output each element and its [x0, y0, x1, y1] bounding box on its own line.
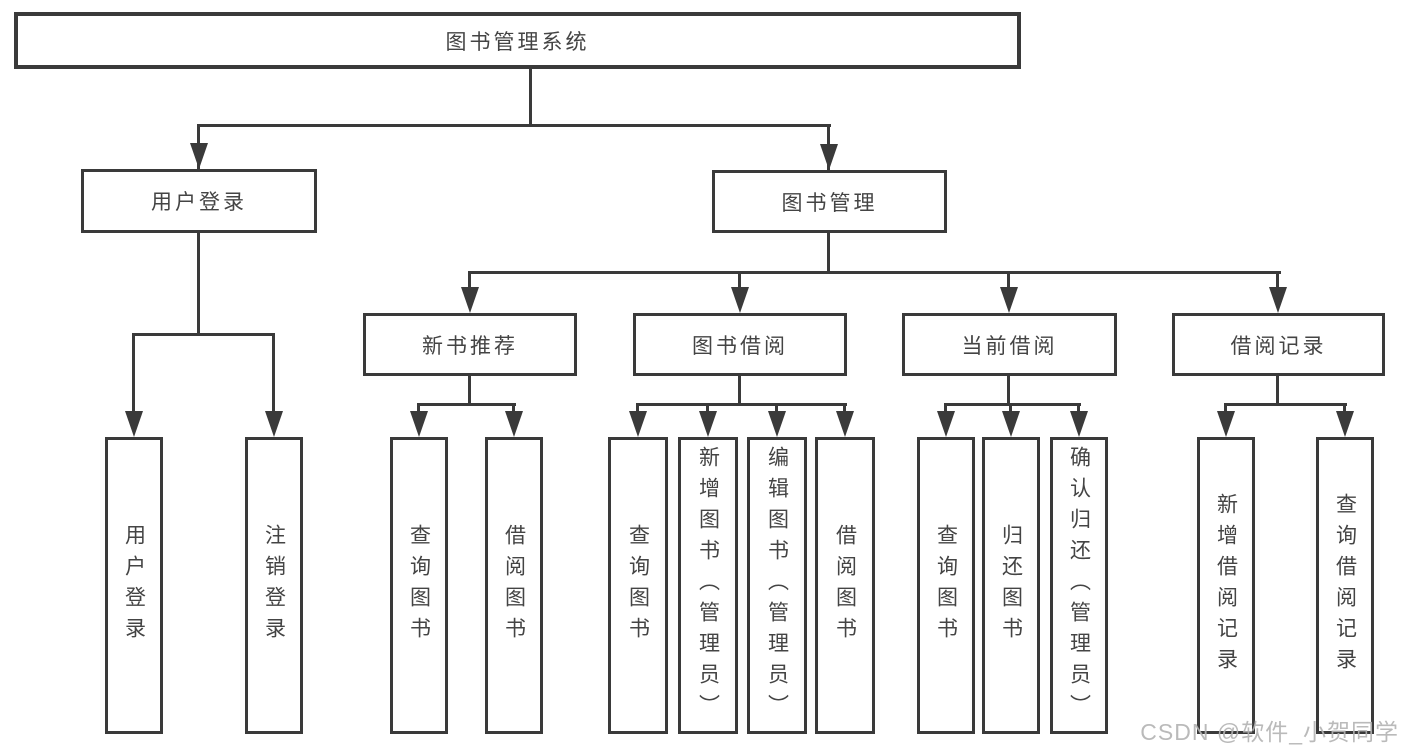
leaf-label: 查询图书: [934, 523, 958, 648]
connector-line: [197, 233, 200, 335]
connector-line: [468, 376, 471, 405]
leaf-label: 用户登录: [122, 523, 146, 648]
connector-line: [775, 403, 778, 415]
leaf-label: 查询借阅记录: [1333, 492, 1357, 679]
node-label: 用户登录: [151, 191, 247, 214]
connector-line: [468, 271, 1281, 274]
leaf-confirm-return-admin: 确认归还（管理员）: [1050, 437, 1108, 734]
leaf-label: 编辑图书（管理员）: [765, 446, 789, 725]
connector-line: [197, 124, 831, 127]
connector-line: [417, 403, 420, 415]
arrow-down-icon: [125, 411, 143, 437]
arrow-down-icon: [699, 411, 717, 437]
leaf-edit-book-admin: 编辑图书（管理员）: [747, 437, 807, 734]
arrow-down-icon: [820, 144, 838, 170]
leaf-label: 新增图书（管理员）: [696, 446, 720, 725]
connector-line: [1343, 403, 1346, 415]
connector-line: [1077, 403, 1080, 415]
leaf-query-borrow-record: 查询借阅记录: [1316, 437, 1374, 734]
connector-line: [706, 403, 709, 415]
connector-line: [417, 403, 516, 406]
node-new-book-recommend: 新书推荐: [363, 313, 577, 376]
node-label: 当前借阅: [961, 334, 1058, 358]
connector-line: [1224, 403, 1227, 415]
arrow-down-icon: [265, 411, 283, 437]
connector-line: [529, 69, 532, 125]
node-library-system: 图书管理系统: [14, 12, 1021, 69]
connector-line: [827, 233, 830, 273]
leaf-label: 确认归还（管理员）: [1067, 446, 1091, 725]
node-borrowing-records: 借阅记录: [1172, 313, 1385, 376]
leaf-borrow-book-borrowing: 借阅图书: [815, 437, 875, 734]
connector-line: [272, 333, 275, 415]
arrow-down-icon: [1002, 411, 1020, 437]
node-label: 新书推荐: [422, 334, 518, 358]
leaf-user-login: 用户登录: [105, 437, 163, 734]
leaf-label: 借阅图书: [833, 523, 857, 648]
leaf-return-book: 归还图书: [982, 437, 1040, 734]
node-book-borrowing: 图书借阅: [633, 313, 847, 376]
connector-line: [636, 403, 847, 406]
node-label: 借阅记录: [1230, 334, 1327, 358]
node-user-login: 用户登录: [81, 169, 317, 233]
node-current-borrowing: 当前借阅: [902, 313, 1117, 376]
arrow-down-icon: [461, 287, 479, 313]
leaf-add-book-admin: 新增图书（管理员）: [678, 437, 738, 734]
csdn-watermark: CSDN @软件_小贺同学: [1140, 719, 1399, 745]
connector-line: [1007, 376, 1010, 405]
leaf-borrow-book-recommend: 借阅图书: [485, 437, 543, 734]
connector-line: [468, 271, 471, 291]
leaf-label: 注销登录: [262, 523, 286, 648]
connector-line: [1007, 271, 1010, 291]
arrow-down-icon: [629, 411, 647, 437]
arrow-down-icon: [731, 287, 749, 313]
connector-line: [944, 403, 1081, 406]
connector-line: [512, 403, 515, 415]
node-book-management: 图书管理: [712, 170, 947, 233]
leaf-label: 新增借阅记录: [1214, 492, 1238, 679]
arrow-down-icon: [768, 411, 786, 437]
leaf-logout: 注销登录: [245, 437, 303, 734]
connector-line: [1276, 376, 1279, 405]
arrow-down-icon: [1070, 411, 1088, 437]
arrow-down-icon: [1217, 411, 1235, 437]
arrow-down-icon: [505, 411, 523, 437]
arrow-down-icon: [836, 411, 854, 437]
arrow-down-icon: [1000, 287, 1018, 313]
arrow-down-icon: [410, 411, 428, 437]
connector-line: [1009, 403, 1012, 415]
arrow-down-icon: [190, 143, 208, 169]
arrow-down-icon: [1336, 411, 1354, 437]
leaf-label: 查询图书: [626, 523, 650, 648]
node-label: 图书管理系统: [445, 30, 590, 54]
leaf-label: 借阅图书: [502, 523, 526, 648]
connector-line: [636, 403, 639, 415]
connector-line: [944, 403, 947, 415]
connector-line: [1276, 271, 1279, 291]
leaf-label: 归还图书: [999, 523, 1023, 648]
node-label: 图书管理: [781, 191, 878, 215]
leaf-query-books-borrowing: 查询图书: [608, 437, 668, 734]
connector-line: [738, 376, 741, 405]
node-label: 图书借阅: [692, 334, 788, 358]
connector-line: [132, 333, 275, 336]
leaf-query-books-recommend: 查询图书: [390, 437, 448, 734]
leaf-label: 查询图书: [407, 523, 431, 648]
connector-line: [132, 333, 135, 415]
connector-line: [1224, 403, 1347, 406]
connector-line: [843, 403, 846, 415]
arrow-down-icon: [937, 411, 955, 437]
leaf-add-borrow-record: 新增借阅记录: [1197, 437, 1255, 734]
arrow-down-icon: [1269, 287, 1287, 313]
leaf-query-books-current: 查询图书: [917, 437, 975, 734]
connector-line: [738, 271, 741, 291]
